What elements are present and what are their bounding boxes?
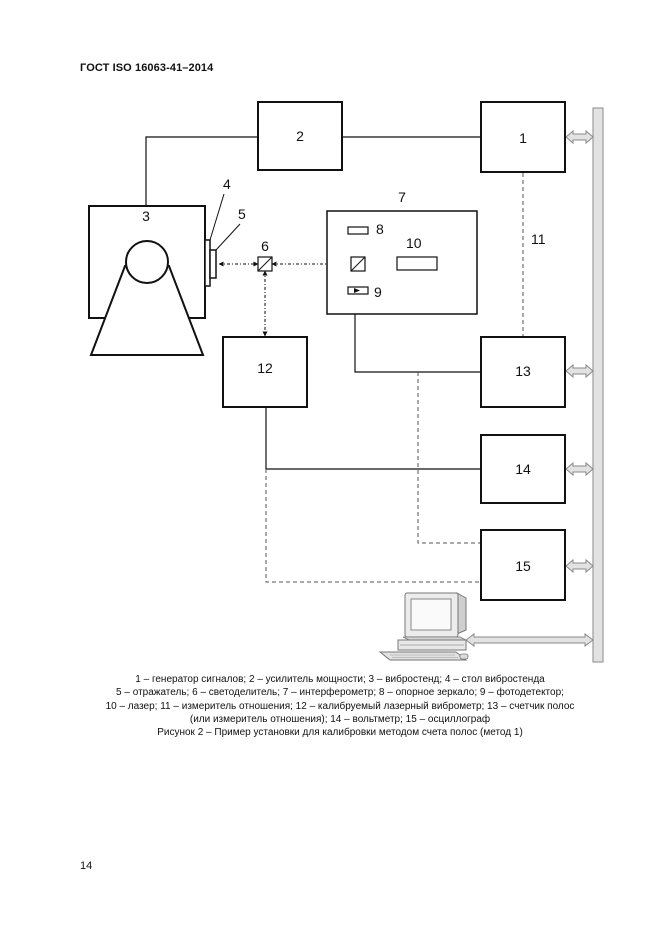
bus-connector-arrows xyxy=(465,129,594,647)
block-signal-generator: 1 xyxy=(480,101,566,173)
legend-line-3: 10 – лазер; 11 – измеритель отношения; 1… xyxy=(105,700,575,712)
svg-text:1: 1 xyxy=(519,130,527,146)
computer-icon xyxy=(378,592,469,661)
reflector: 5 xyxy=(209,206,246,279)
figure-title: Рисунок 2 – Пример установки для калибро… xyxy=(157,727,523,739)
svg-text:4: 4 xyxy=(223,176,231,192)
svg-text:3: 3 xyxy=(142,208,150,224)
bus-arrow-13 xyxy=(565,363,594,379)
legend-line-2: 5 – отражатель; 6 – светоделитель; 7 – и… xyxy=(116,687,564,699)
ratio-meter-label: 11 xyxy=(531,231,546,247)
legend-line-4: (или измеритель отношения); 14 – вольтме… xyxy=(189,713,491,725)
svg-text:8: 8 xyxy=(376,221,384,237)
dashed-12-15 xyxy=(265,469,481,583)
block-laser-vibrometer: 12 xyxy=(222,336,308,408)
svg-text:13: 13 xyxy=(515,363,531,379)
block-voltmeter: 14 xyxy=(480,434,566,504)
bus-arrow-14 xyxy=(565,461,594,477)
wire-9-13 xyxy=(354,297,481,373)
svg-text:14: 14 xyxy=(515,461,531,477)
reference-mirror: 8 xyxy=(347,221,384,237)
svg-text:7: 7 xyxy=(398,189,406,205)
wire-2-3 xyxy=(145,136,258,206)
svg-text:12: 12 xyxy=(257,360,273,376)
block-power-amplifier: 2 xyxy=(257,101,343,171)
svg-text:5: 5 xyxy=(238,206,246,222)
interferometer-splitter xyxy=(350,256,366,272)
exciter-table: 4 xyxy=(204,176,231,287)
vibration-exciter: 3 xyxy=(88,205,206,356)
svg-text:15: 15 xyxy=(515,558,531,574)
bus-arrow-1 xyxy=(565,129,594,145)
dashed-to-15-a xyxy=(417,372,481,544)
interface-bus xyxy=(592,107,604,663)
bus-arrow-15 xyxy=(565,558,594,574)
block-oscilloscope: 15 xyxy=(480,529,566,601)
legend-line-1: 1 – генератор сигналов; 2 – усилитель мо… xyxy=(135,674,545,685)
block-interferometer: 7 xyxy=(326,189,478,315)
dashed-connections xyxy=(265,173,524,583)
svg-text:9: 9 xyxy=(374,284,382,300)
svg-text:10: 10 xyxy=(406,235,422,251)
svg-text:6: 6 xyxy=(261,238,269,254)
block-fringe-counter: 13 xyxy=(480,336,566,408)
wire-12-14 xyxy=(265,407,481,470)
beam-splitter: 6 xyxy=(257,238,273,272)
figure-caption: 1 – генератор сигналов; 2 – усилитель мо… xyxy=(60,673,620,739)
document-header: ГОСТ ISO 16063-41–2014 xyxy=(80,62,214,74)
photodetector: 9 xyxy=(347,284,382,300)
page-number: 14 xyxy=(80,860,93,872)
laser: 10 xyxy=(396,235,438,271)
svg-text:2: 2 xyxy=(296,128,304,144)
signal-wiring xyxy=(145,136,481,470)
bus-arrow-computer xyxy=(465,633,594,647)
